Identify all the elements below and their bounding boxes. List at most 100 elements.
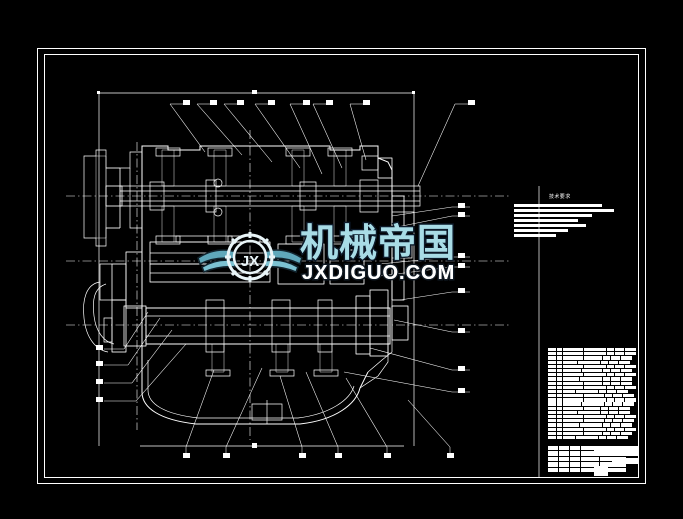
parts-list-row[interactable] — [548, 406, 639, 410]
leader-bottom-22 — [226, 368, 262, 455]
title-block-cell — [570, 446, 580, 451]
parts-list-cell — [557, 368, 562, 373]
leader-bottom-23 — [280, 376, 302, 455]
technical-requirements-block: 技术要求 — [514, 194, 639, 239]
leader-right-12 — [380, 267, 470, 276]
parts-list-row[interactable] — [548, 394, 639, 398]
parts-list-cell — [563, 431, 583, 436]
parts-list-cell — [619, 410, 630, 415]
parts-list-row[interactable] — [548, 398, 639, 402]
parts-list-row[interactable] — [548, 415, 639, 419]
parts-list-cell — [580, 377, 602, 381]
parts-list-row[interactable] — [548, 423, 639, 427]
parts-list-cell — [611, 381, 620, 385]
upper-shaft-assembly — [106, 148, 420, 244]
parts-list-cell — [580, 423, 602, 427]
parts-list-cell — [563, 427, 583, 431]
technical-requirement-line-1 — [514, 204, 602, 207]
title-block-cell — [600, 467, 626, 472]
parts-list-cell — [563, 356, 583, 360]
parts-list-cell — [557, 419, 562, 423]
centerlines — [66, 130, 510, 440]
parts-list-row[interactable] — [548, 402, 639, 406]
parts-list-cell — [607, 364, 614, 369]
parts-list-cell — [625, 364, 636, 369]
parts-list-cell — [584, 394, 604, 398]
parts-list-row[interactable] — [548, 377, 639, 381]
leader-top-2 — [197, 104, 242, 155]
parts-list-cell — [548, 427, 556, 431]
technical-requirement-line-4 — [514, 219, 578, 222]
title-block-code-cell — [612, 458, 638, 464]
parts-list-cell — [563, 385, 583, 389]
parts-list-cell — [557, 410, 562, 415]
left-detail-cluster — [84, 252, 142, 352]
technical-requirements-lines — [514, 204, 639, 237]
parts-list-cell — [611, 368, 620, 373]
parts-list-cell — [563, 415, 583, 419]
parts-list-cell — [557, 415, 562, 419]
technical-requirement-line-5 — [514, 224, 586, 227]
parts-list-cell — [548, 402, 556, 406]
parts-list-cell — [625, 352, 636, 356]
parts-list-row[interactable] — [548, 410, 639, 415]
parts-list-row[interactable] — [548, 360, 639, 364]
title-block-cell — [548, 446, 558, 451]
parts-list-row[interactable] — [548, 389, 639, 394]
parts-list-cell — [563, 402, 581, 406]
parts-list-cell — [607, 348, 614, 352]
leader-left-18 — [104, 318, 160, 365]
parts-list-cell — [613, 419, 622, 423]
parts-list-cell — [601, 360, 608, 364]
parts-list-cell — [619, 360, 630, 364]
leader-top-6 — [313, 104, 342, 168]
leader-left-20 — [104, 344, 186, 401]
title-block-name-cell — [594, 446, 638, 456]
parts-list-cell — [557, 352, 562, 356]
parts-list-cell — [601, 410, 608, 415]
parts-list-cell — [557, 381, 562, 385]
parts-list-row[interactable] — [548, 427, 639, 431]
parts-list-row[interactable] — [548, 435, 639, 440]
technical-requirement-line-3 — [514, 214, 592, 217]
parts-list-cell — [584, 431, 602, 436]
parts-list-cell — [584, 381, 602, 385]
parts-list-cell — [548, 364, 556, 369]
gear-bearing-cluster — [150, 236, 364, 284]
parts-list-cell — [582, 368, 602, 373]
parts-list-cell — [563, 348, 583, 352]
parts-list-row[interactable] — [548, 352, 639, 356]
title-block-cell — [581, 462, 599, 467]
title-block-cell — [581, 467, 599, 472]
parts-list-row[interactable] — [548, 381, 639, 385]
parts-list-row[interactable] — [548, 419, 639, 423]
parts-list-row[interactable] — [548, 385, 639, 389]
title-block[interactable] — [548, 446, 639, 478]
title-block-cell — [570, 462, 580, 467]
parts-list-row[interactable] — [548, 431, 639, 436]
parts-list-cell — [603, 431, 610, 436]
leader-bottom-21 — [186, 370, 214, 455]
parts-list-row[interactable] — [548, 356, 639, 360]
parts-list-cell — [548, 385, 556, 389]
parts-list-cell — [557, 373, 562, 377]
parts-list-cell — [557, 377, 562, 381]
parts-list-cell — [548, 410, 556, 415]
parts-list-cell — [621, 423, 632, 427]
housing-outline — [84, 146, 404, 424]
parts-list-row[interactable] — [548, 373, 639, 377]
parts-list-row[interactable] — [548, 368, 639, 373]
parts-list-cell — [557, 398, 562, 402]
parts-list-row[interactable] — [548, 364, 639, 369]
parts-list-table[interactable] — [548, 348, 639, 444]
parts-list-row[interactable] — [548, 348, 639, 352]
title-block-cell — [581, 456, 599, 462]
leader-left-19 — [104, 330, 172, 383]
parts-list-cell — [584, 385, 606, 389]
parts-list-cell — [563, 398, 583, 402]
parts-list-cell — [584, 364, 606, 369]
parts-list-cell — [584, 356, 602, 360]
parts-list-cell — [584, 406, 600, 410]
title-block-cell — [559, 462, 569, 467]
parts-list-cell — [576, 389, 598, 394]
